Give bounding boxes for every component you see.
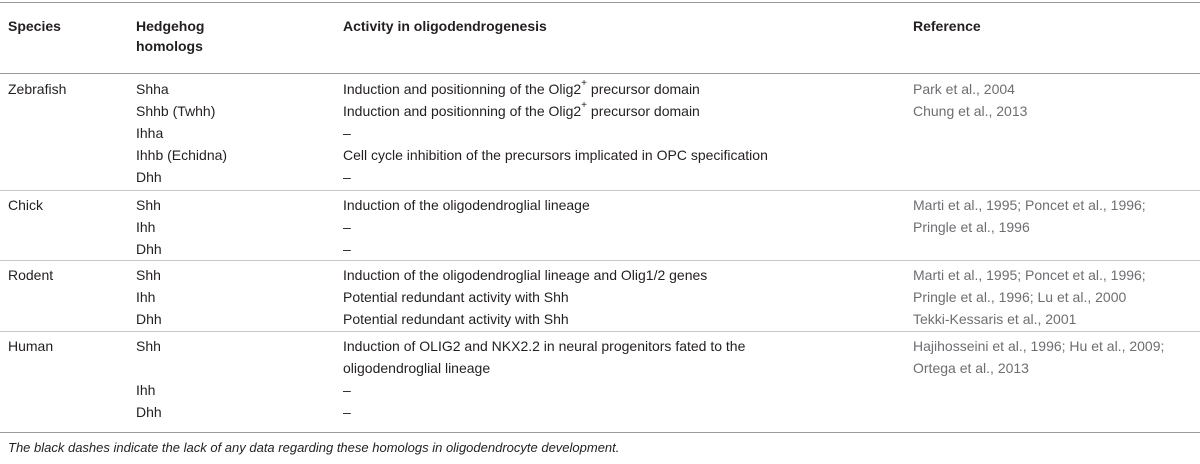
activity-cell: Potential redundant activity with Shh [343, 289, 569, 305]
group-divider [0, 260, 1200, 261]
species-zebrafish: Zebrafish [8, 81, 67, 97]
reference-cell: Marti et al., 1995; Poncet et al., 1996; [913, 197, 1146, 213]
activity-cell: Induction of OLIG2 and NKX2.2 in neural … [343, 338, 746, 376]
activity-cell: Induction and positionning of the Olig2+… [343, 100, 700, 119]
column-header-species: Species [8, 18, 61, 34]
activity-cell: Induction and positionning of the Olig2+… [343, 78, 700, 97]
homolog-cell: Dhh [136, 404, 162, 420]
table-top-rule [0, 2, 1200, 3]
homolog-cell: Ihha [136, 125, 164, 141]
activity-cell: – [343, 382, 351, 398]
species-chick: Chick [8, 197, 44, 213]
reference-cell: Marti et al., 1995; Poncet et al., 1996; [913, 267, 1146, 283]
reference-cell: Tekki-Kessaris et al., 2001 [913, 311, 1077, 327]
species-human: Human [8, 338, 54, 354]
column-header-activity: Activity in oligodendrogenesis [343, 18, 547, 34]
column-header-reference: Reference [913, 18, 981, 34]
reference-cell: Park et al., 2004 [913, 81, 1015, 97]
activity-cell: Cell cycle inhibition of the precursors … [343, 147, 768, 163]
activity-cell: Induction of the oligodendroglial lineag… [343, 267, 708, 283]
activity-cell: Potential redundant activity with Shh [343, 311, 569, 327]
activity-cell: – [343, 169, 351, 185]
species-rodent: Rodent [8, 267, 54, 283]
homolog-cell: Shh [136, 267, 161, 283]
homolog-cell: Ihh [136, 382, 156, 398]
table-bottom-rule [0, 432, 1200, 433]
homolog-cell: Dhh [136, 241, 162, 257]
group-divider [0, 190, 1200, 191]
activity-cell: – [343, 404, 351, 420]
activity-cell: – [343, 125, 351, 141]
reference-cell: Hajihosseini et al., 1996; Hu et al., 20… [913, 338, 1165, 376]
homolog-cell: Ihh [136, 219, 156, 235]
homolog-cell: Shhb (Twhh) [136, 103, 216, 119]
reference-cell: Pringle et al., 1996; Lu et al., 2000 [913, 289, 1127, 305]
homolog-cell: Shh [136, 197, 161, 213]
reference-cell: Pringle et al., 1996 [913, 219, 1030, 235]
table-header-rule [0, 73, 1200, 74]
homolog-cell: Dhh [136, 311, 162, 327]
reference-cell: Chung et al., 2013 [913, 103, 1028, 119]
group-divider [0, 331, 1200, 332]
homolog-cell: Shh [136, 338, 161, 354]
activity-cell: – [343, 219, 351, 235]
homolog-cell: Dhh [136, 169, 162, 185]
activity-cell: – [343, 241, 351, 257]
homolog-cell: Ihh [136, 289, 156, 305]
column-header-homologs: Hedgehog homologs [136, 18, 205, 54]
activity-cell: Induction of the oligodendroglial lineag… [343, 197, 590, 213]
table-footnote: The black dashes indicate the lack of an… [8, 440, 620, 455]
homolog-cell: Ihhb (Echidna) [136, 147, 228, 163]
homolog-cell: Shha [136, 81, 169, 97]
